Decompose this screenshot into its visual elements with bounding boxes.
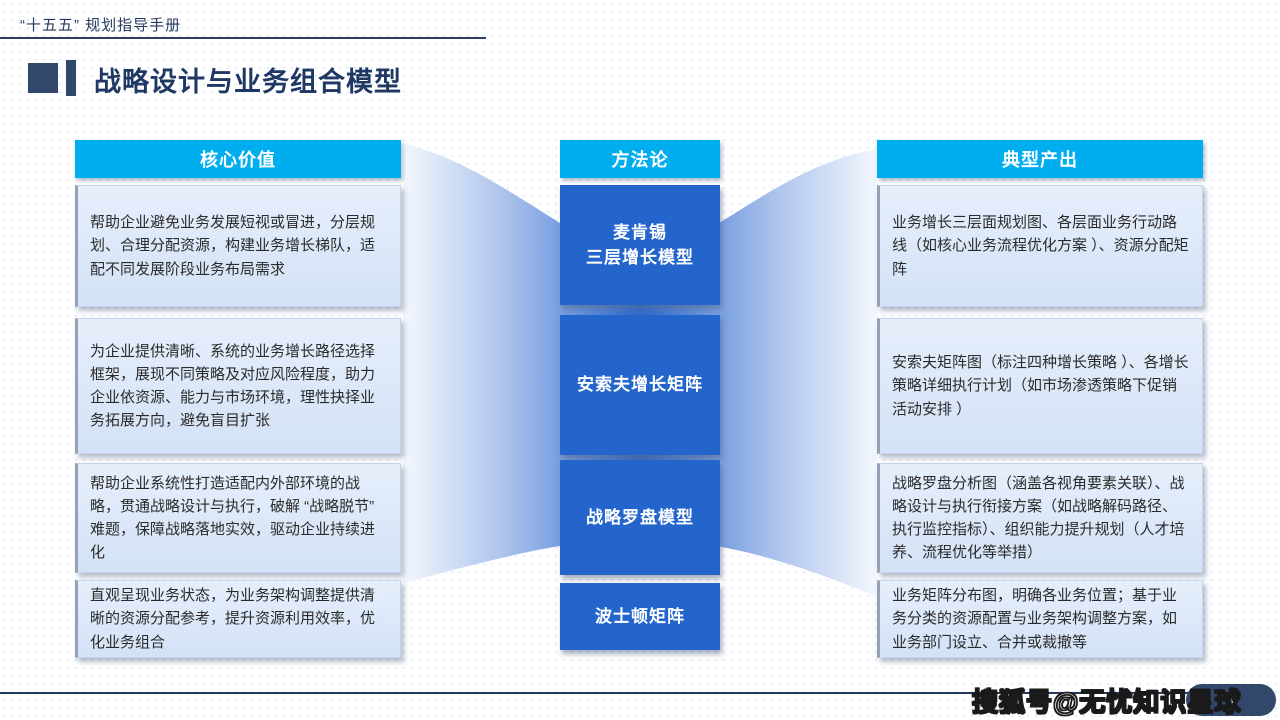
methodology-item-1: 麦肯锡 三层增长模型 bbox=[560, 185, 720, 305]
watermark-pill bbox=[1186, 684, 1276, 716]
core-value-item-1: 帮助企业避免业务发展短视或冒进，分层规划、合理分配资源，构建业务增长梯队，适配不… bbox=[75, 185, 401, 307]
output-item-4: 业务矩阵分布图，明确各业务位置；基于业务分类的资源配置与业务架构调整方案，如业务… bbox=[877, 580, 1203, 658]
core-value-item-2: 为企业提供清晰、系统的业务增长路径选择框架，展现不同策略及对应风险程度，助力企业… bbox=[75, 318, 401, 454]
output-item-1-text: 业务增长三层面规划图、各层面业务行动路线（如核心业务流程优化方案 ）、资源分配矩… bbox=[892, 214, 1189, 278]
output-item-3-text: 战略罗盘分析图（涵盖各视角要素关联）、战略设计与执行衔接方案（如战略解码路径、执… bbox=[892, 474, 1185, 562]
core-value-item-4: 直观呈现业务状态，为业务架构调整提供清晰的资源分配参考，提升资源利用效率，优化业… bbox=[75, 580, 401, 658]
outputs-header: 典型产出 bbox=[877, 140, 1203, 178]
footer-divider bbox=[0, 692, 1212, 694]
methodology-item-2: 安索夫增长矩阵 bbox=[560, 315, 720, 455]
eyebrow-text: “十五五” 规划指导手册 bbox=[20, 17, 182, 34]
output-item-4-text: 业务矩阵分布图，明确各业务位置；基于业务分类的资源配置与业务架构调整方案，如业务… bbox=[892, 587, 1178, 651]
output-item-1: 业务增长三层面规划图、各层面业务行动路线（如核心业务流程优化方案 ）、资源分配矩… bbox=[877, 185, 1203, 307]
output-item-3: 战略罗盘分析图（涵盖各视角要素关联）、战略设计与执行衔接方案（如战略解码路径、执… bbox=[877, 463, 1203, 573]
core-value-header: 核心价值 bbox=[75, 140, 401, 178]
header-divider bbox=[0, 37, 486, 39]
watermark-text: 搜狐号@无忧知识星球 bbox=[971, 686, 1242, 717]
core-value-item-1-text: 帮助企业避免业务发展短视或冒进，分层规划、合理分配资源，构建业务增长梯队，适配不… bbox=[90, 214, 376, 278]
core-value-item-2-text: 为企业提供清晰、系统的业务增长路径选择框架，展现不同策略及对应风险程度，助力企业… bbox=[90, 342, 376, 430]
methodology-header: 方法论 bbox=[560, 140, 720, 178]
output-item-2-text: 安索夫矩阵图（标注四种增长策略 ）、各增长策略详细执行计划（如市场渗透策略下促销… bbox=[892, 354, 1189, 418]
page-title: 战略设计与业务组合模型 bbox=[94, 67, 402, 97]
core-value-item-3: 帮助企业系统性打造适配内外部环境的战略，贯通战略设计与执行，破解 “战略脱节” … bbox=[75, 463, 401, 573]
core-value-item-4-text: 直观呈现业务状态，为业务架构调整提供清晰的资源分配参考，提升资源利用效率，优化业… bbox=[90, 587, 376, 651]
output-item-2: 安索夫矩阵图（标注四种增长策略 ）、各增长策略详细执行计划（如市场渗透策略下促销… bbox=[877, 318, 1203, 454]
title-square-mark bbox=[28, 63, 58, 93]
methodology-item-3: 战略罗盘模型 bbox=[560, 460, 720, 575]
methodology-item-4: 波士顿矩阵 bbox=[560, 583, 720, 650]
title-bar-mark bbox=[66, 60, 76, 96]
core-value-item-3-text: 帮助企业系统性打造适配内外部环境的战略，贯通战略设计与执行，破解 “战略脱节” … bbox=[90, 474, 376, 562]
